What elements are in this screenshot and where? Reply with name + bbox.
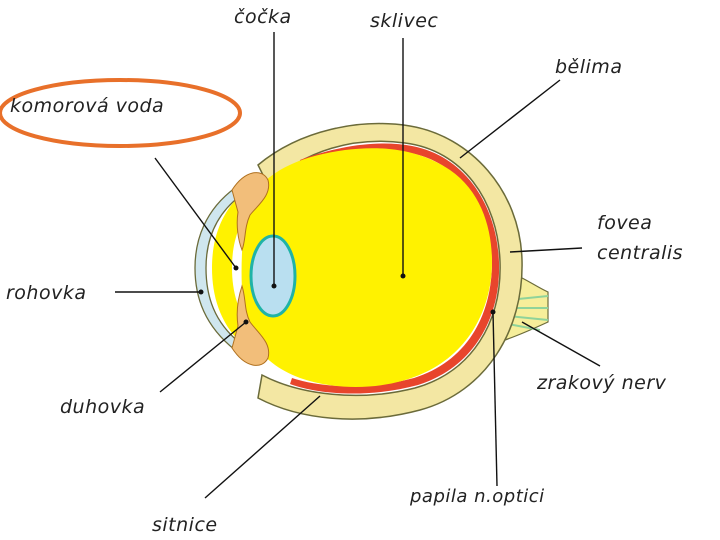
label-sklivec: sklivec xyxy=(370,10,439,32)
highlight-circle xyxy=(0,78,242,148)
label-cocka: čočka xyxy=(234,6,292,28)
label-fovea: fovea xyxy=(597,212,653,234)
leader-dots xyxy=(198,265,496,325)
label-belima: bělima xyxy=(555,56,623,78)
label-papila: papila n.optici xyxy=(410,486,545,507)
label-sitnice: sitnice xyxy=(152,514,218,536)
leader-lines xyxy=(115,32,601,499)
label-zrakovy-nerv: zrakový nerv xyxy=(537,372,667,394)
lens xyxy=(249,234,297,318)
label-duhovka: duhovka xyxy=(60,396,146,418)
label-komorova-voda: komorová voda xyxy=(10,95,165,117)
label-centralis: centralis xyxy=(597,242,684,264)
sclera xyxy=(257,122,523,420)
iris xyxy=(231,172,270,366)
vitreous-body xyxy=(241,148,492,388)
anterior-chamber xyxy=(212,195,252,342)
label-rohovka: rohovka xyxy=(6,282,87,304)
